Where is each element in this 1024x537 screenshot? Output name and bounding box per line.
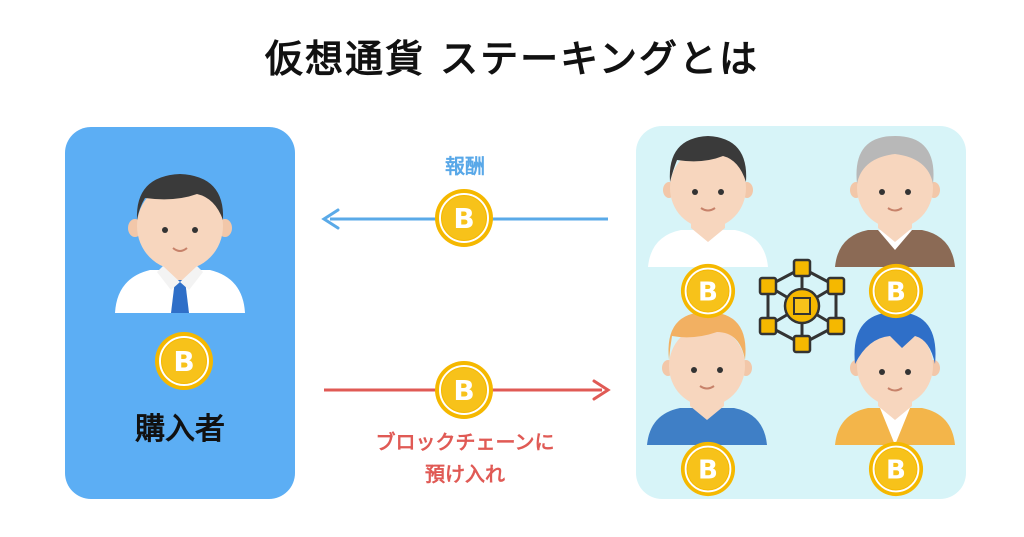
participant-coin-icon-1: B <box>680 263 736 319</box>
participant-avatar-4 <box>830 310 960 445</box>
participant-coin-icon-3: B <box>680 441 736 497</box>
svg-text:B: B <box>886 277 906 307</box>
svg-text:B: B <box>886 455 906 485</box>
reward-label: 報酬 <box>445 154 485 178</box>
buyer-avatar <box>105 168 255 313</box>
svg-text:B: B <box>453 374 474 407</box>
buyer-label: 購入者 <box>135 412 225 447</box>
buyer-coin-icon: B <box>154 331 214 391</box>
deposit-label: ブロックチェーンに 預け入れ <box>330 426 600 490</box>
blockchain-icon <box>752 254 852 358</box>
participant-avatar-1 <box>643 132 773 267</box>
participant-coin-icon-4: B <box>868 441 924 497</box>
deposit-label-line2: 預け入れ <box>425 462 505 486</box>
svg-text:B: B <box>453 202 474 235</box>
participant-avatar-3 <box>642 310 772 445</box>
deposit-label-line1: ブロックチェーンに <box>375 430 555 454</box>
svg-text:B: B <box>173 345 194 378</box>
reward-coin-icon: B <box>434 188 494 248</box>
svg-text:B: B <box>698 455 718 485</box>
participant-avatar-2 <box>830 132 960 267</box>
page-title: 仮想通貨 ステーキングとは <box>264 37 760 81</box>
participant-coin-icon-2: B <box>868 263 924 319</box>
deposit-coin-icon: B <box>434 360 494 420</box>
svg-text:B: B <box>698 277 718 307</box>
